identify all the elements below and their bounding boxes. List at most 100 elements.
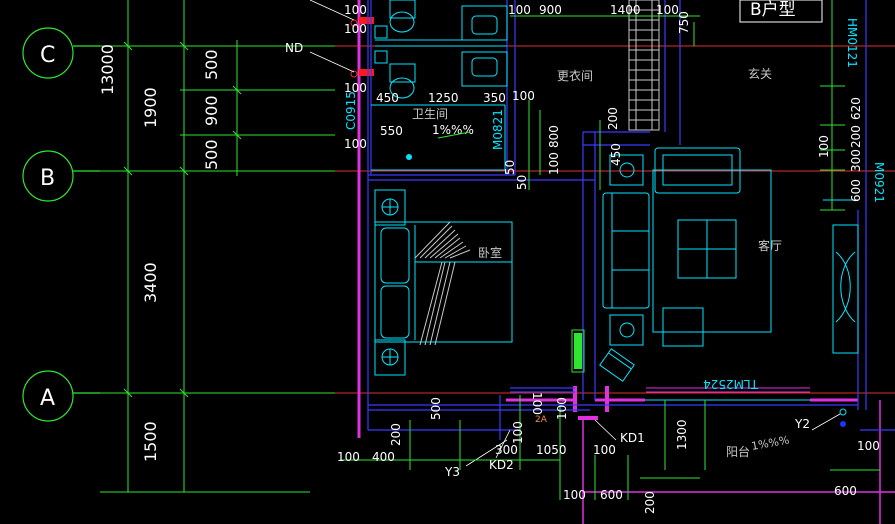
bottom-dim-200a: 200 [389,423,403,446]
sofa [602,192,650,309]
grid-label-b: B [40,166,55,191]
grid-bubble-b [22,150,74,202]
unit-title-box [739,0,823,23]
room-bathroom: 卫生间 [412,107,448,121]
grid-label-c: C [40,43,55,68]
dim-13000: 13000 [98,44,117,95]
floor-drain [406,154,412,160]
bathroom-fixtures [371,0,508,171]
bottom-dim-1300: 1300 [675,419,689,450]
bottom-dim-100d: 100 [593,443,616,457]
bottom-dim-100g: 100 [555,397,569,420]
bottom-dim-200b: 200 [643,491,657,514]
mid-dim-200: 200 [606,107,620,130]
slope-balcony: 1%%% [750,433,790,452]
toilet-upper [389,0,416,19]
tag-y3: Y3 [444,465,460,479]
dim-top-100c: 100 [656,3,679,17]
right-dim-620: 620 [849,97,863,120]
side-table-lower [609,314,644,346]
wall-stub-lower [359,69,374,76]
dim-1900: 1900 [141,87,160,128]
drain-y2 [840,421,846,427]
tag-kd1: KD1 [620,431,645,445]
tag-nd: ND [285,41,303,55]
unit-title: B户型 [750,0,796,20]
bath-dim-100d: 100 [344,137,367,151]
living-furniture [602,147,859,354]
tag-c0915: C0915 [344,91,358,130]
dim-top-1400: 1400 [610,3,641,17]
inner-walls [367,0,895,440]
tag-tlm2524: TLM2524 [703,377,759,391]
mid-dim-50a: 50 [503,160,517,175]
ottoman [662,307,704,347]
right-dim-200: 200 [849,125,863,148]
grid-bubbles [22,27,100,422]
sink-upper [461,5,508,41]
dim-1500: 1500 [141,421,160,462]
bottom-dim-600b: 600 [834,484,857,498]
bottom-dim-300: 300 [495,443,518,457]
plant-box [571,329,585,373]
dim-500-bottom: 500 [202,139,221,170]
nightstand-upper [374,189,406,226]
mid-dim-50b: 50 [515,175,529,190]
tag-2a: 2A [535,415,548,425]
slope-arrow-bath [437,131,471,139]
side-table-upper [609,154,644,186]
right-dim-300: 300 [849,149,863,172]
bath-dim-450: 450 [376,91,399,105]
bedroom-furniture [374,189,513,376]
bottom-dim-100a: 100 [530,392,544,415]
tag-m0921: M0921 [872,162,886,203]
bottom-dim-600a: 600 [600,488,623,502]
mid-dim-800: 800 [547,125,561,148]
bottom-dim-100c: 100 [337,450,360,464]
bottom-dim-100b: 100 [511,421,525,444]
dim-top-900: 900 [539,3,562,17]
dim-top-100b: 100 [508,3,531,17]
right-dimension-lines [340,0,880,500]
dim-500-top: 500 [202,49,221,80]
wall-stub-upper [359,17,374,24]
plant-fill [574,333,582,369]
bath-dim-1250: 1250 [428,91,459,105]
room-foyer: 玄关 [748,66,772,81]
bottom-dim-100e: 100 [563,488,586,502]
bath-dim-100a: 100 [344,22,367,36]
dim-3400: 3400 [141,262,160,303]
lounge-chair [599,348,635,382]
leader-lines [309,0,841,467]
rug [652,169,772,333]
tag-kd2: KD2 [489,458,514,472]
bath-dim-100b: 100 [344,81,367,95]
bottom-dim-400: 400 [372,450,395,464]
tag-m0821: M0821 [491,109,505,150]
sink-lower [461,51,508,87]
room-balcony: 阳台 [726,444,750,459]
bath-dim-100c: 100 [512,89,535,103]
bottom-dim-500: 500 [429,397,443,420]
bath-dim-550: 550 [380,124,403,138]
tag-hm0121: HM0121 [845,18,859,68]
bottom-dim-100f: 100 [857,439,880,453]
grid-bubble-c [22,27,74,79]
room-bedroom: 卧室 [478,245,502,260]
right-dim-100: 100 [817,135,831,158]
room-living: 客厅 [758,238,782,253]
room-cloakroom: 更衣间 [557,68,593,83]
dim-top-100: 100 [344,3,367,17]
grid-bubble-a [22,370,74,422]
dim-top-750: 750 [677,11,691,34]
tag-y2: Y2 [794,417,810,431]
bottom-dim-1050: 1050 [536,443,567,457]
balcony-details [350,19,847,427]
toilet-lower [389,63,416,83]
right-dim-600: 600 [849,179,863,202]
dim-900: 900 [202,95,221,126]
tv-cabinet [832,224,859,354]
bath-dim-350: 350 [483,91,506,105]
mid-dim-450: 450 [609,143,623,166]
